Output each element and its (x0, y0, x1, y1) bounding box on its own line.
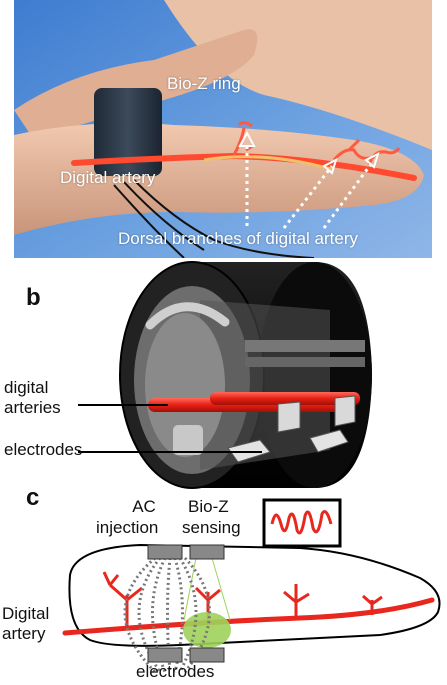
arrow-line (282, 165, 334, 229)
sensing-electrode-top (189, 544, 225, 560)
artery-branch (194, 586, 221, 622)
bio-z-ring (94, 88, 162, 176)
bio-z-waveform (270, 510, 333, 535)
electrode-pad (309, 429, 349, 453)
artery-branch (102, 571, 143, 627)
digital-artery-c-line2: artery (2, 624, 46, 643)
wire (113, 184, 185, 258)
sensing-label-line1: Bio-Z (188, 497, 229, 516)
artery-rod (210, 392, 360, 405)
injection-label-line1: AC (132, 497, 156, 516)
ring-inner-floor (145, 313, 225, 457)
arteries-label-line2: arteries (4, 398, 61, 417)
electrode-pad (334, 395, 356, 427)
vein-overlay (203, 155, 335, 172)
digital-artery-label: Digital artery (60, 168, 156, 187)
injection-electrode-bottom (147, 647, 183, 663)
sensing-field (183, 557, 231, 621)
ring-inner-wall (200, 300, 330, 470)
ring-back-face (258, 262, 372, 488)
dorsal-branches-label: Dorsal branches of digital artery (118, 229, 359, 248)
arrow-head (364, 152, 380, 169)
bio-z-signal-box (262, 498, 342, 548)
ring-front-face (119, 261, 265, 489)
injection-label-line2: injection (96, 518, 159, 537)
electrode-pad (227, 439, 271, 463)
ring-rail (245, 340, 365, 352)
ring-body (195, 262, 372, 488)
finger-outline (68, 543, 441, 647)
electrodes-c-label: electrodes (136, 662, 215, 681)
artery-rod (148, 398, 348, 412)
sensing-electrode-bottom (189, 647, 225, 663)
injection-electrode-top (147, 544, 183, 560)
ring-label: Bio-Z ring (167, 74, 241, 93)
electrodes-label: electrodes (4, 440, 83, 459)
wire (123, 181, 205, 251)
upper-finger (14, 29, 258, 141)
panel-b-letter: b (26, 284, 41, 311)
arrow-line (322, 159, 376, 229)
digital-artery-c-line1: Digital (2, 604, 50, 623)
wire (133, 179, 315, 258)
panel-c-letter: c (26, 484, 40, 511)
arteries-label-line1: digital (4, 378, 49, 397)
ring-top-clip (145, 302, 230, 330)
finger-photo-illustration (14, 0, 432, 258)
artery-branch (362, 594, 383, 615)
ring-rail (245, 357, 365, 367)
ring-inner-cavity (134, 286, 250, 474)
artery-branch (283, 584, 310, 618)
sensing-label-line2: sensing (182, 518, 241, 537)
arrow-head (238, 130, 256, 147)
arrow-head (322, 158, 338, 175)
ring-connector (173, 425, 203, 455)
dorsal-branch (237, 121, 253, 128)
dorsal-branch (332, 138, 371, 161)
electrode-pad (277, 401, 301, 433)
current-field-lines (123, 556, 211, 674)
finger-photo: Bio-Z ring Digital artery Dorsal branche… (14, 0, 432, 258)
sensing-region (183, 612, 231, 648)
digital-artery-line (62, 597, 435, 636)
